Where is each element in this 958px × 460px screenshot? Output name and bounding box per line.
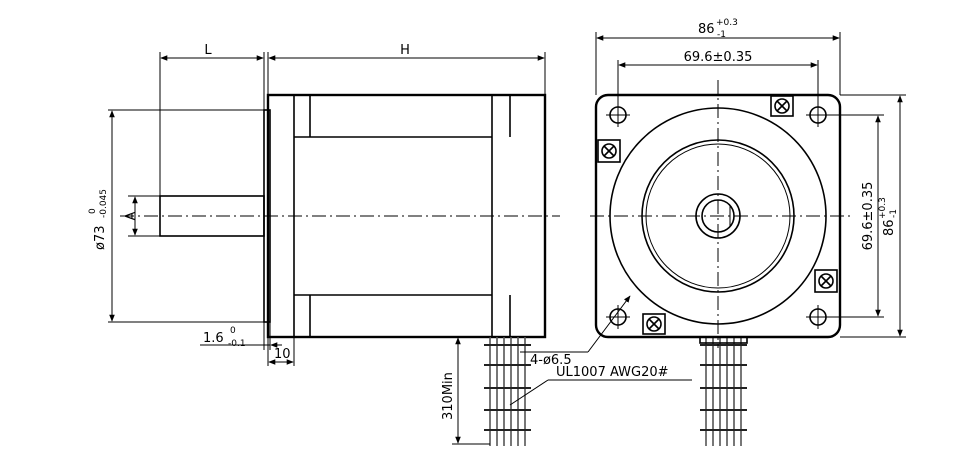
dim-width-side: 86 [882, 219, 897, 236]
dim-H: H [400, 43, 410, 58]
holes-callout: 4-ø6.5 [530, 353, 572, 368]
dim-diameter-73: ø73 [93, 226, 108, 251]
dim-hole-spacing-top: 69.6±0.35 [684, 50, 753, 65]
dim-boss-length: 10 [274, 347, 291, 362]
dim-hole-spacing-side: 69.6±0.35 [861, 182, 876, 251]
screw-top [770, 95, 794, 117]
dim-width-side-tol-lower: -1 [889, 209, 899, 218]
dim-A: A [124, 211, 139, 220]
side-wire-bundle [484, 337, 531, 446]
front-view: 4-ø6.5 86 +0.3 -1 69.6±0.35 69.6±0.35 86… [520, 18, 906, 446]
dim-L: L [204, 43, 212, 58]
dim-diameter-tol-lower: -0.045 [99, 189, 109, 218]
side-view: L H ø73 0 -0.045 A 1.6 0 -0.1 10 [88, 43, 692, 446]
screw-left [597, 139, 621, 163]
dim-width-side-tol-upper: +0.3 [878, 197, 888, 219]
screw-right [814, 269, 838, 293]
dim-flange-thickness: 1.6 [203, 331, 224, 346]
mounting-hole-bl [606, 305, 630, 329]
dim-flange-tol-upper: 0 [230, 326, 236, 336]
dim-cable-length: 310Min [441, 372, 456, 420]
screw-bottom [642, 313, 666, 335]
dim-diameter-tol-upper: 0 [88, 208, 98, 214]
dim-width-top-tol-upper: +0.3 [716, 18, 738, 28]
dim-flange-tol-lower: -0.1 [228, 339, 246, 349]
wire-spec-label: UL1007 AWG20# [556, 365, 669, 380]
dim-width-top: 86 [698, 22, 715, 37]
front-wire-bundle [699, 336, 748, 446]
dim-width-top-tol-lower: -1 [717, 30, 726, 40]
